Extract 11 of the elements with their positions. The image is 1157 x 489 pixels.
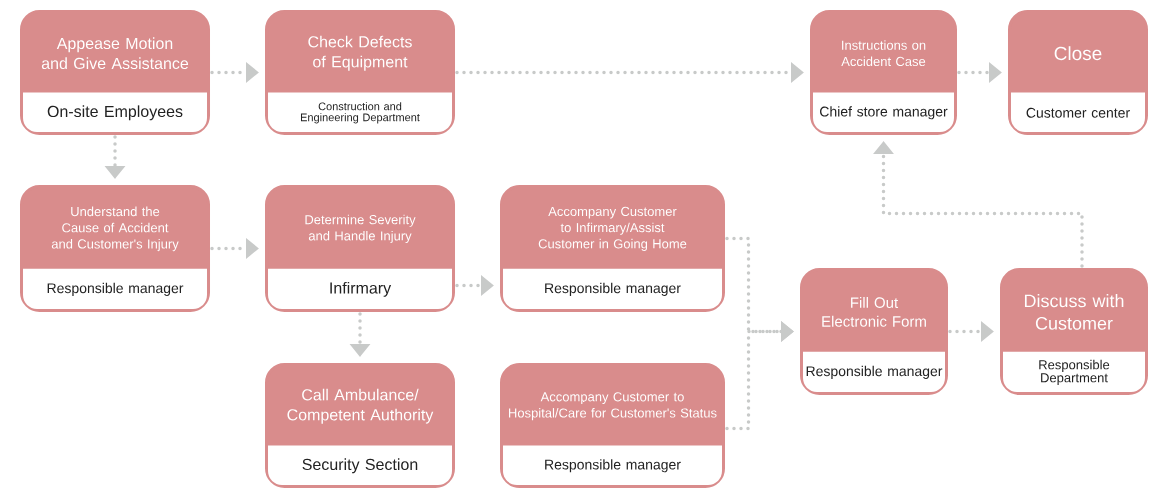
- process-box: Close Customer center: [1008, 10, 1148, 135]
- process-box: Determine Severity and Handle Injury Infirmary: [265, 185, 455, 312]
- process-box: Accompany Customer to Infirmary/Assist Customer in Going Home Responsible manager: [500, 185, 725, 312]
- process-box: Discuss with Customer Responsible Department: [1000, 268, 1148, 395]
- process-box: Fill Out Electronic Form Responsible manager: [800, 268, 948, 395]
- process-box: Appease Motion and Give Assistance On-site Employees: [20, 10, 210, 135]
- process-box: Call Ambulance/ Competent Authority Security Section: [265, 363, 455, 488]
- process-box: Accompany Customer to Hospital/Care for Customer's Status Responsible manager: [500, 363, 725, 488]
- process-box: Check Defects of Equipment Construction and Engineering Department: [265, 10, 455, 135]
- process-box: Understand the Cause of Accident and Customer's Injury Responsible manager: [20, 185, 210, 312]
- process-box: Instructions on Accident Case Chief store manager: [810, 10, 957, 135]
